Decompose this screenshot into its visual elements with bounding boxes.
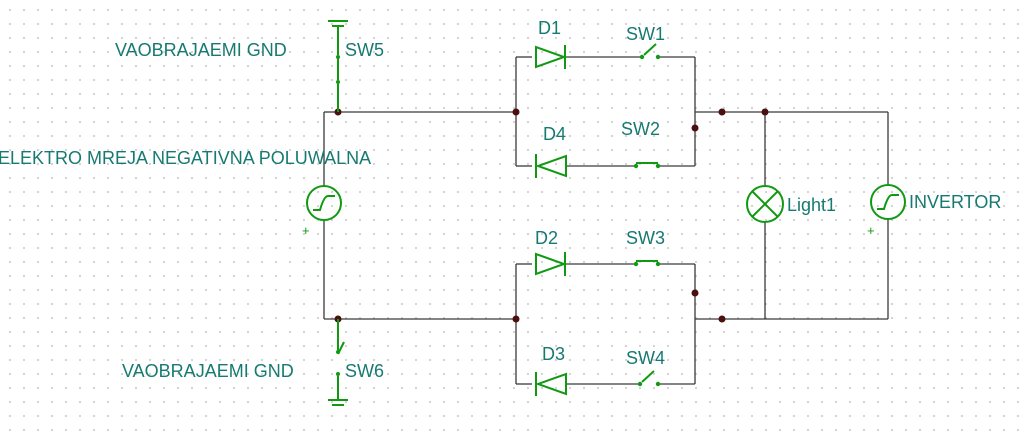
sw2-label: SW2 — [621, 119, 660, 139]
sw2-switch[interactable] — [633, 162, 661, 169]
diode-d2[interactable] — [535, 252, 567, 276]
junction-dot — [512, 315, 520, 323]
sw4-label: SW4 — [626, 348, 665, 368]
inverter-source[interactable] — [870, 184, 906, 220]
sw3-switch[interactable] — [633, 260, 661, 267]
inverter-label: INVERTOR — [909, 192, 1001, 212]
sw6-label: SW6 — [345, 361, 384, 381]
sw5-label: SW5 — [345, 40, 384, 60]
junction-dot — [718, 315, 726, 323]
wires — [323, 56, 889, 385]
sw5-ground-label: VAOBRAJAEMI GND — [115, 40, 287, 60]
junction-dot — [691, 124, 699, 132]
sw5-switch[interactable] — [328, 20, 348, 112]
sw1-switch[interactable] — [639, 43, 661, 60]
light-label: Light1 — [787, 195, 836, 215]
ac-source[interactable] — [306, 185, 342, 221]
source-plus-sign: + — [302, 223, 310, 238]
junction-dot — [691, 289, 699, 297]
d4-label: D4 — [543, 124, 566, 144]
sw6-switch[interactable] — [328, 319, 348, 406]
junction-dot — [761, 108, 769, 116]
inverter-plus-sign: + — [867, 223, 875, 238]
sw1-label: SW1 — [626, 24, 665, 44]
junctions — [334, 108, 769, 323]
d2-label: D2 — [535, 228, 558, 248]
d1-label: D1 — [538, 18, 561, 38]
sw6-ground-label: VAOBRAJAEMI GND — [122, 361, 294, 381]
junction-dot — [718, 108, 726, 116]
diode-d1[interactable] — [535, 45, 567, 69]
diode-d3[interactable] — [535, 372, 567, 396]
diode-d4[interactable] — [535, 154, 567, 178]
source-label: ELEKTRO MREJA NEGATIVNA POLUWALNA — [0, 148, 371, 168]
d3-label: D3 — [542, 344, 565, 364]
sw3-label: SW3 — [626, 228, 665, 248]
sw4-switch[interactable] — [637, 370, 661, 387]
junction-dot — [512, 108, 520, 116]
lamp-light1[interactable] — [746, 185, 784, 223]
